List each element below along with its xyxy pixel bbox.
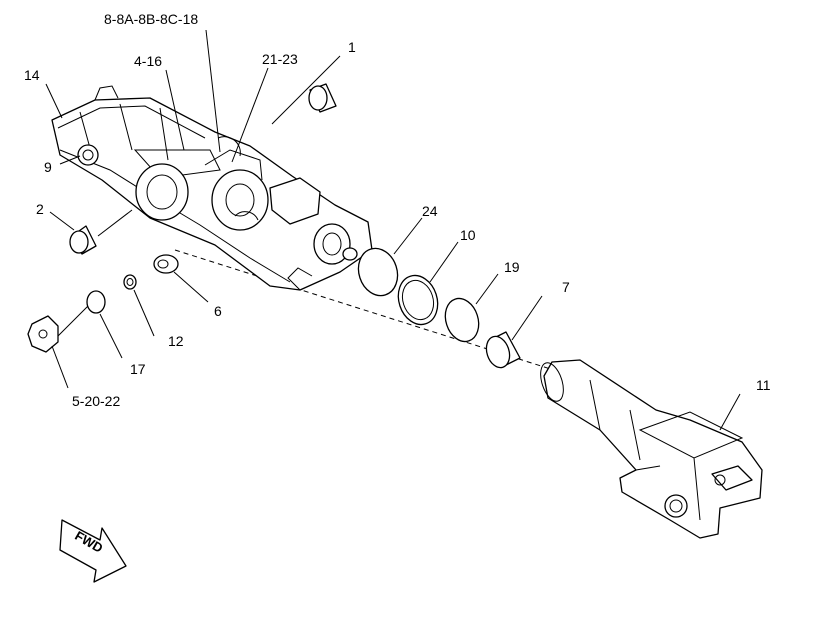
leader-lines <box>45 29 741 431</box>
cap-5-20-22 <box>27 315 59 353</box>
callout-12: 12 <box>168 333 184 349</box>
disc-7 <box>485 331 521 369</box>
callout-5-20-22: 5-20-22 <box>72 393 120 409</box>
callout-9: 9 <box>44 159 52 175</box>
washer-6 <box>153 254 179 274</box>
bushing-1 <box>308 83 337 113</box>
callout-10: 10 <box>460 227 476 243</box>
callout-14: 14 <box>24 67 40 83</box>
fwd-arrow: FWD <box>59 519 127 583</box>
callout-6: 6 <box>214 303 222 319</box>
seal-24 <box>357 247 399 297</box>
callout-24: 24 <box>422 203 438 219</box>
main-housing <box>51 85 373 291</box>
callout-8-8a-8b-8c-18: 8-8A-8B-8C-18 <box>104 11 198 27</box>
callout-4-16: 4-16 <box>134 53 162 69</box>
callout-2: 2 <box>36 201 44 217</box>
callout-11: 11 <box>756 377 771 393</box>
oring-19 <box>444 297 480 343</box>
bushing-2 <box>69 225 97 255</box>
nut-12 <box>123 274 137 290</box>
ring-10 <box>397 274 439 326</box>
callout-19: 19 <box>504 259 520 275</box>
callout-17: 17 <box>130 361 146 377</box>
callout-7: 7 <box>562 279 570 295</box>
callout-21-23: 21-23 <box>262 51 298 67</box>
plate-17 <box>86 290 106 314</box>
callout-1: 1 <box>348 39 356 55</box>
arm-assembly-11 <box>540 359 763 539</box>
